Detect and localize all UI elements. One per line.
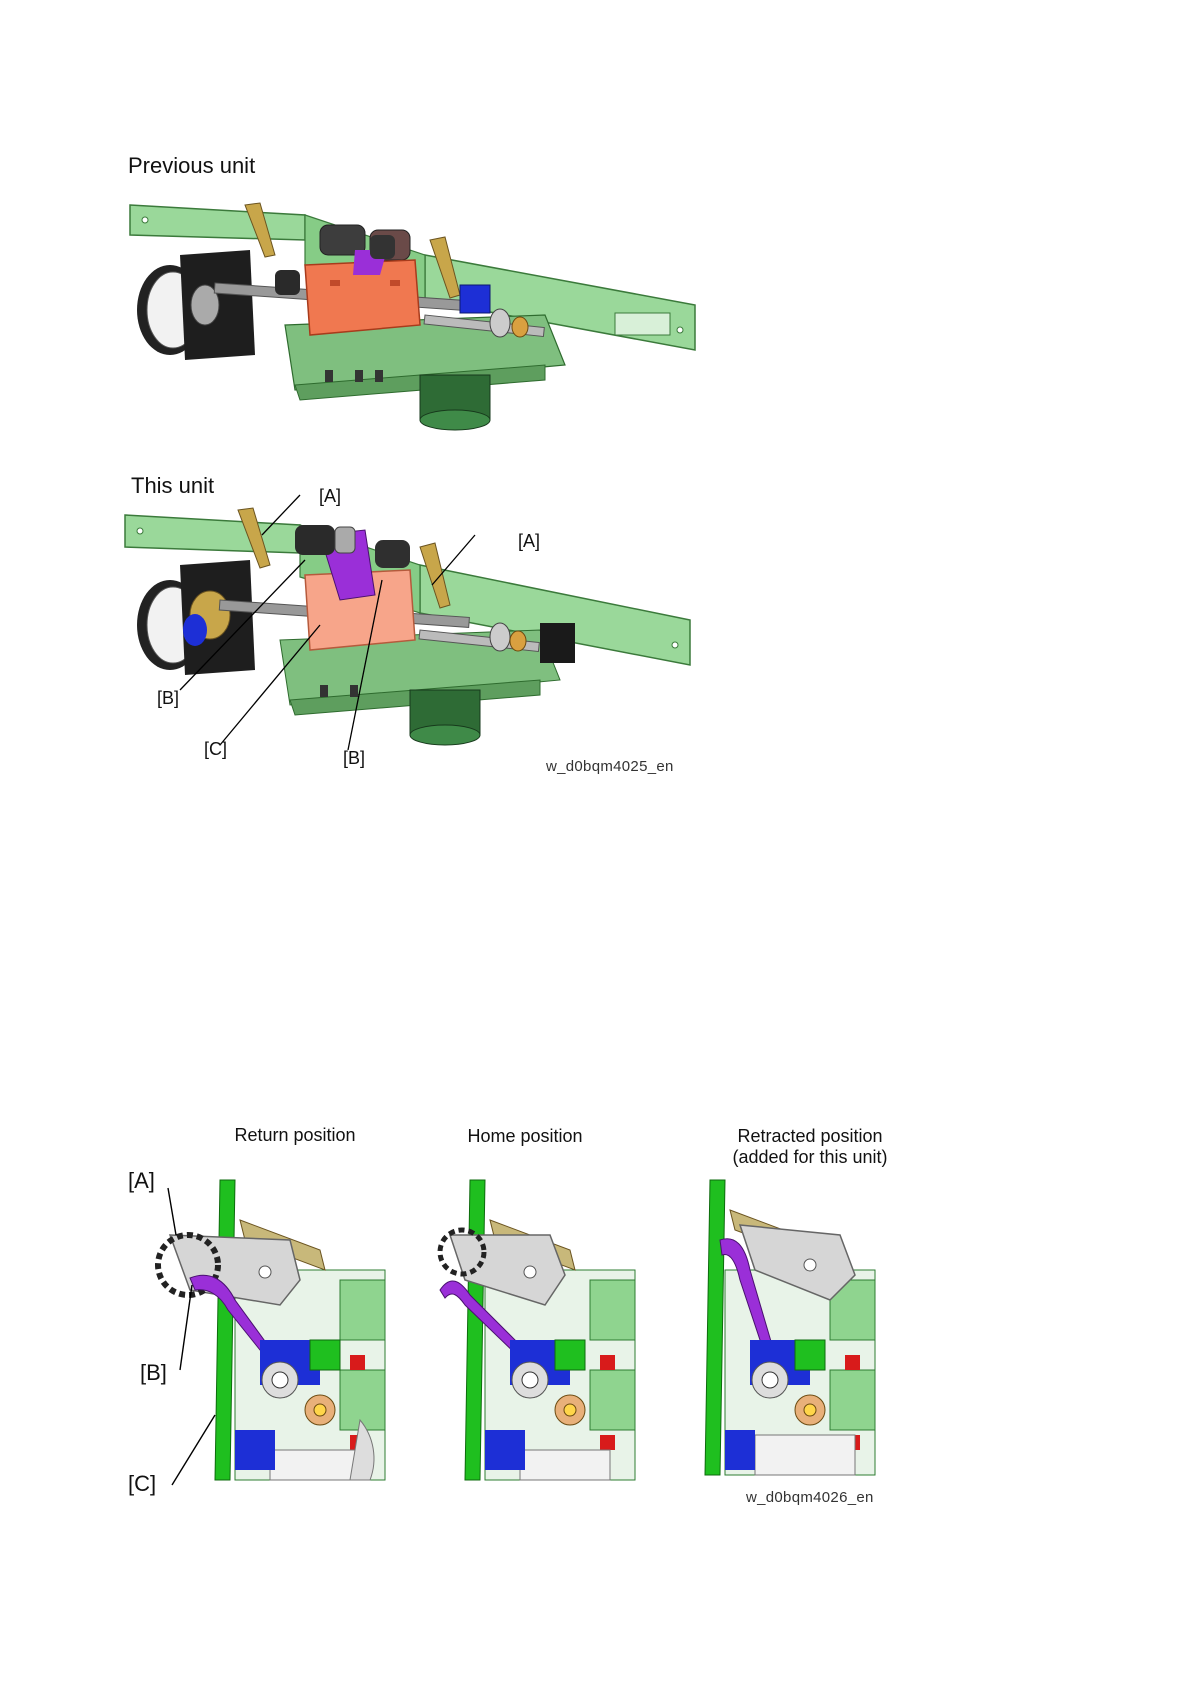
callout-c-bottom: [C]: [128, 1471, 156, 1497]
callout-b-bottom: [B]: [343, 748, 365, 769]
retracted-position-title-line2: (added for this unit): [710, 1147, 910, 1168]
callout-a-bottom: [A]: [128, 1168, 155, 1194]
bottom-callout-leaders: [150, 1180, 270, 1500]
callout-b-bottom-panel: [B]: [140, 1360, 167, 1386]
home-position-illustration: [440, 1180, 660, 1490]
callout-a-left: [A]: [319, 486, 341, 507]
this-unit-heading: This unit: [131, 473, 214, 499]
figure-id-top: w_d0bqm4025_en: [546, 758, 674, 775]
previous-unit-illustration: [125, 195, 705, 465]
callout-a-right: [A]: [518, 531, 540, 552]
retracted-position-title: Retracted position (added for this unit): [710, 1126, 910, 1168]
callout-c-top: [C]: [204, 739, 227, 760]
retracted-position-title-line1: Retracted position: [710, 1126, 910, 1147]
figure-id-bottom: w_d0bqm4026_en: [746, 1489, 874, 1506]
return-position-title: Return position: [215, 1125, 375, 1146]
previous-unit-heading: Previous unit: [128, 153, 255, 179]
retracted-position-illustration: [700, 1180, 920, 1490]
callout-b-left: [B]: [157, 688, 179, 709]
home-position-title: Home position: [445, 1126, 605, 1147]
